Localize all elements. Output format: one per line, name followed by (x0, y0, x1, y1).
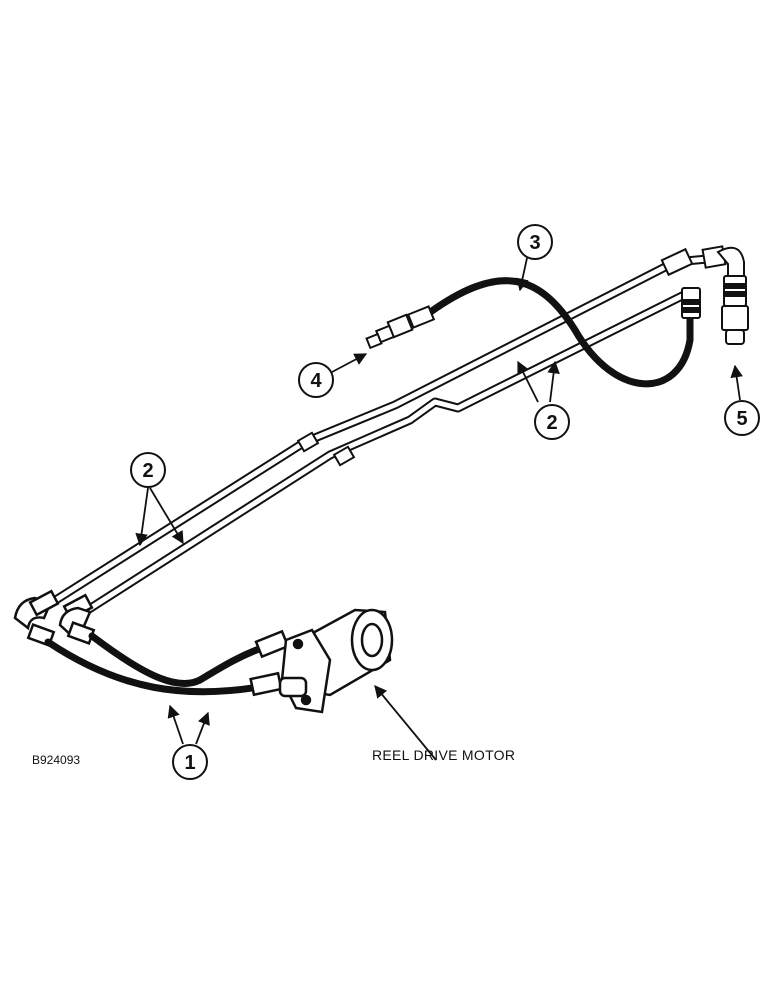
callout-2-right: 2 (534, 404, 570, 440)
figure-code: B924093 (32, 753, 80, 767)
callout-1: 1 (172, 744, 208, 780)
svg-text:5: 5 (736, 408, 747, 430)
left-elbow-fittings (13, 589, 96, 647)
callout-3: 3 (517, 224, 553, 260)
callout-2-left: 2 (130, 452, 166, 488)
quick-coupler-right (721, 275, 749, 345)
svg-text:3: 3 (529, 232, 540, 254)
svg-text:1: 1 (184, 752, 195, 774)
svg-text:2: 2 (546, 412, 557, 434)
callout-5: 5 (724, 400, 760, 436)
callout-4: 4 (298, 362, 334, 398)
right-fittings (660, 245, 745, 319)
svg-text:2: 2 (142, 460, 153, 482)
hose-loop (421, 277, 694, 388)
quick-coupler-left (365, 305, 436, 350)
tube-coupling (296, 431, 356, 467)
reel-drive-motor (278, 608, 394, 714)
steel-tube-lower (69, 287, 693, 624)
motor-hoses (44, 632, 274, 696)
hose-fittings (249, 629, 290, 697)
leader-lines (135, 257, 743, 761)
component-label: REEL DRIVE MOTOR (372, 747, 515, 763)
svg-text:4: 4 (310, 370, 322, 392)
